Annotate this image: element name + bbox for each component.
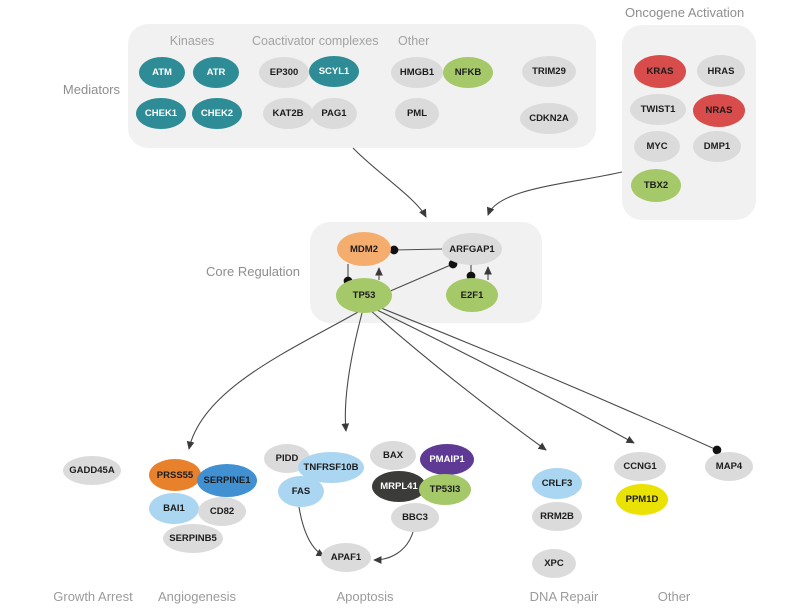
node-tbx2[interactable]: TBX2 bbox=[631, 168, 681, 202]
mediators-label: Mediators bbox=[62, 82, 120, 97]
node-nras[interactable]: NRAS bbox=[693, 93, 745, 127]
kinases-label: Kinases bbox=[169, 34, 215, 48]
node-chek2[interactable]: CHEK2 bbox=[192, 97, 242, 129]
node-apaf1[interactable]: APAF1 bbox=[321, 542, 371, 572]
node-pag1[interactable]: PAG1 bbox=[311, 97, 357, 129]
node-ppm1d[interactable]: PPM1D bbox=[616, 483, 668, 515]
edge-tp53-to-angiogenesis bbox=[186, 311, 359, 450]
node-hras[interactable]: HRAS bbox=[697, 55, 745, 87]
node-cdkn2a[interactable]: CDKN2A bbox=[520, 102, 578, 134]
edge-tp53-to-apoptosis bbox=[341, 312, 363, 432]
node-kat2b[interactable]: KAT2B bbox=[263, 97, 313, 129]
edge-tp53-to-dna-repair bbox=[369, 309, 547, 451]
node-chek1[interactable]: CHEK1 bbox=[136, 97, 186, 129]
node-mrpl41[interactable]: MRPL41 bbox=[372, 470, 426, 502]
node-atm[interactable]: ATM bbox=[139, 56, 185, 88]
node-dmp1[interactable]: DMP1 bbox=[693, 130, 741, 162]
apoptosis-label: Apoptosis bbox=[336, 589, 394, 604]
node-trim29[interactable]: TRIM29 bbox=[522, 55, 576, 87]
oncogene-activation-label: Oncogene Activation bbox=[625, 5, 745, 20]
node-rrm2b[interactable]: RRM2B bbox=[532, 501, 582, 531]
node-xpc[interactable]: XPC bbox=[532, 548, 576, 578]
edge-bbc3-to-apaf1 bbox=[373, 531, 414, 564]
angiogenesis-label: Angiogenesis bbox=[157, 589, 237, 604]
node-bax[interactable]: BAX bbox=[370, 440, 416, 470]
other-group-label: Other bbox=[657, 589, 691, 604]
node-bbc3[interactable]: BBC3 bbox=[391, 502, 439, 532]
edge-mediators-to-core-regulation bbox=[352, 147, 427, 218]
node-gadd45a[interactable]: GADD45A bbox=[63, 455, 121, 485]
node-myc[interactable]: MYC bbox=[634, 130, 680, 162]
node-tp53i3[interactable]: TP53I3 bbox=[419, 473, 471, 505]
node-arfgap1[interactable]: ARFGAP1 bbox=[442, 233, 502, 265]
node-serpinb5[interactable]: SERPINB5 bbox=[163, 523, 223, 553]
node-bai1[interactable]: BAI1 bbox=[149, 492, 199, 524]
node-twist1[interactable]: TWIST1 bbox=[630, 93, 686, 125]
node-pmaip1[interactable]: PMAIP1 bbox=[420, 443, 474, 475]
node-hmgb1[interactable]: HMGB1 bbox=[391, 56, 443, 88]
node-ep300[interactable]: EP300 bbox=[259, 56, 309, 88]
node-atr[interactable]: ATR bbox=[193, 56, 239, 88]
node-scyl1[interactable]: SCYL1 bbox=[309, 55, 359, 87]
node-map4[interactable]: MAP4 bbox=[705, 451, 753, 481]
node-cd82[interactable]: CD82 bbox=[198, 496, 246, 526]
growth-arrest-label: Growth Arrest bbox=[53, 589, 133, 604]
node-ccng1[interactable]: CCNG1 bbox=[614, 451, 666, 481]
node-tp53[interactable]: TP53 bbox=[336, 277, 392, 313]
node-nfkb[interactable]: NFKB bbox=[443, 56, 493, 88]
other-mediators-label: Other bbox=[398, 34, 430, 48]
edge-tp53-to-map4 bbox=[375, 305, 722, 455]
node-mdm2[interactable]: MDM2 bbox=[337, 232, 391, 266]
node-fas[interactable]: FAS bbox=[278, 475, 324, 507]
dna-repair-label: DNA Repair bbox=[529, 589, 599, 604]
edge-tp53-to-ccng1 bbox=[372, 307, 635, 444]
node-kras[interactable]: KRAS bbox=[634, 54, 686, 88]
coactivator-complexes-label: Coactivator complexes bbox=[252, 34, 379, 48]
node-crlf3[interactable]: CRLF3 bbox=[532, 467, 582, 499]
edge-fas-to-apaf1 bbox=[298, 506, 325, 557]
node-pml[interactable]: PML bbox=[395, 97, 439, 129]
node-e2f1[interactable]: E2F1 bbox=[446, 278, 498, 312]
edge-oncogene-activation-to-core-regulation bbox=[486, 171, 623, 216]
node-prss55[interactable]: PRSS55 bbox=[149, 459, 201, 491]
node-serpine1[interactable]: SERPINE1 bbox=[197, 463, 257, 497]
core-regulation-label: Core Regulation bbox=[206, 264, 300, 279]
